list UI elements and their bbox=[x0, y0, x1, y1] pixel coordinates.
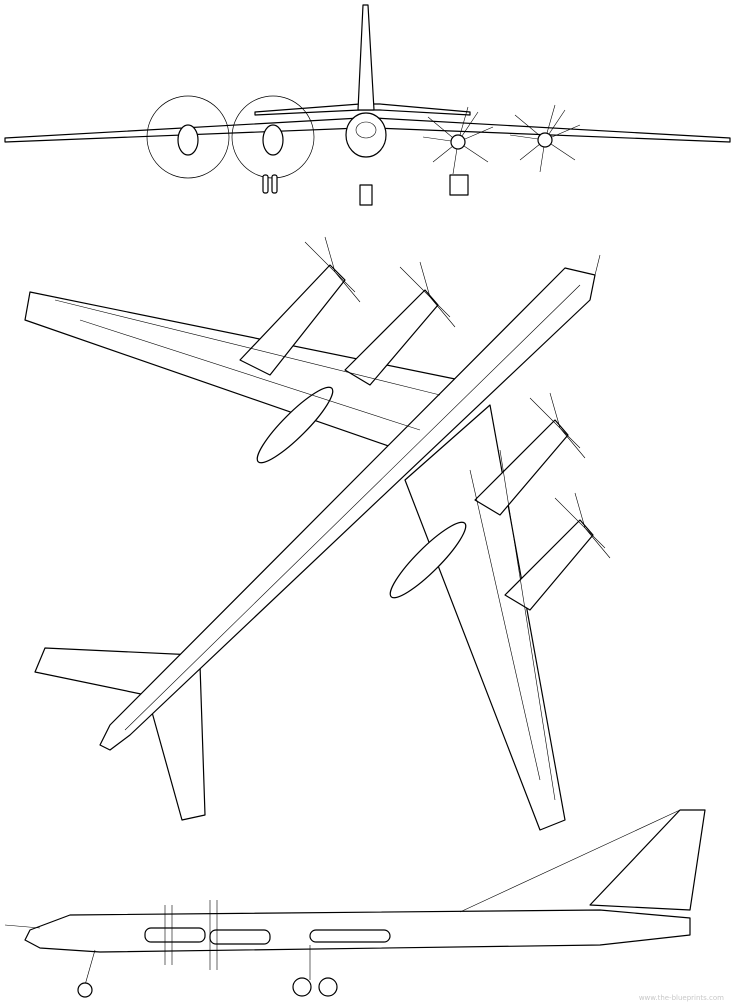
front-fin bbox=[357, 4, 375, 111]
left-wing bbox=[24, 291, 461, 451]
front-fuselage bbox=[345, 112, 387, 158]
panel-lines bbox=[54, 284, 581, 801]
engine-nacelles bbox=[144, 927, 391, 945]
engine-nacelles bbox=[239, 264, 594, 611]
landing-gear bbox=[77, 945, 338, 998]
side-fin bbox=[589, 809, 706, 911]
propeller-disc bbox=[146, 95, 230, 179]
propeller-blades bbox=[422, 104, 581, 175]
propeller-blades bbox=[304, 236, 611, 559]
side-view bbox=[4, 809, 706, 998]
landing-gear bbox=[359, 184, 373, 206]
fuselage bbox=[99, 267, 596, 751]
top-view bbox=[24, 236, 611, 831]
front-view bbox=[4, 4, 731, 206]
landing-gear bbox=[449, 174, 469, 196]
right-wing bbox=[404, 404, 566, 831]
propeller-blades bbox=[164, 900, 218, 970]
watermark: www.the-blueprints.com bbox=[638, 994, 724, 1002]
